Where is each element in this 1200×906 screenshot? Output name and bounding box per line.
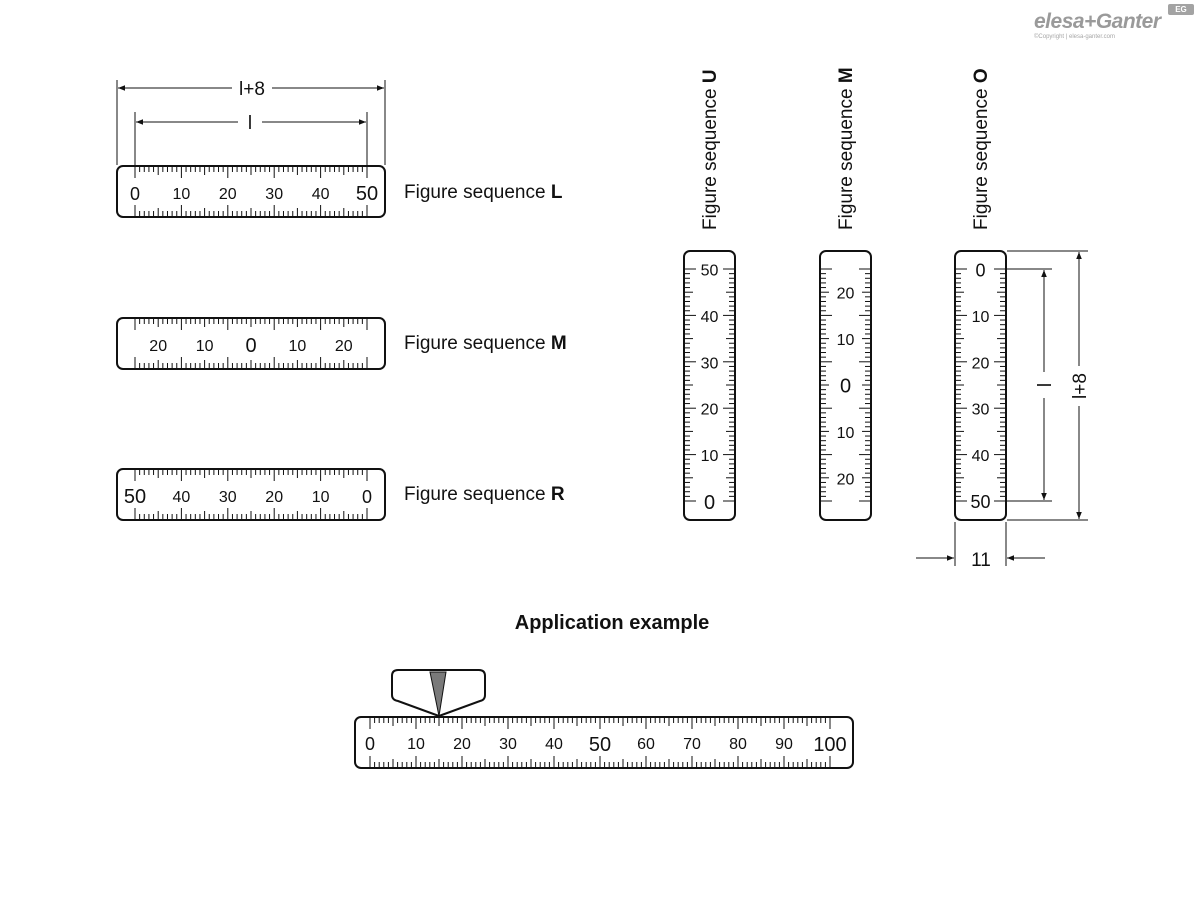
application-number: 20 xyxy=(453,736,471,753)
scale-r-number: 20 xyxy=(265,489,283,506)
figure-sequence-o-label: Figure sequence O xyxy=(971,68,992,230)
scale-u-number: 0 xyxy=(704,492,715,514)
scale-sequence-m-horizontal: 20 10 0 10 20 xyxy=(116,317,386,370)
scale-m-ticks xyxy=(134,319,368,368)
scale-r-number: 40 xyxy=(173,489,191,506)
scale-o-number: 10 xyxy=(972,309,990,326)
scale-mv-number: 20 xyxy=(837,286,855,303)
scale-o-ticks xyxy=(956,268,1005,502)
brand-logo: elesa+Ganter EG ©Copyright | elesa-gante… xyxy=(1030,4,1200,44)
scale-l-number: 0 xyxy=(130,184,140,204)
application-number: 10 xyxy=(407,736,425,753)
scale-l-number: 40 xyxy=(312,186,330,203)
scale-sequence-r: 50 40 30 20 10 0 xyxy=(116,468,386,521)
scale-o-number: 20 xyxy=(972,355,990,372)
brand-badge: EG xyxy=(1168,4,1194,15)
application-number: 90 xyxy=(775,736,793,753)
scale-o-number: 0 xyxy=(975,261,985,281)
scale-u-number: 20 xyxy=(701,402,719,419)
scale-o-number: 50 xyxy=(970,492,990,512)
figure-sequence-m-vertical-label: Figure sequence M xyxy=(836,67,857,230)
scale-o-number: 30 xyxy=(972,402,990,419)
scale-r-ticks xyxy=(134,470,368,519)
figure-sequence-l-label: Figure sequence L xyxy=(404,182,563,203)
scale-u-number: 50 xyxy=(701,263,719,280)
scale-u-number: 30 xyxy=(701,355,719,372)
scale-l-number: 30 xyxy=(265,186,283,203)
figure-sequence-r-label: Figure sequence R xyxy=(404,484,565,505)
dimension-scale-length-right: l xyxy=(1007,268,1056,502)
figure-sequence-u-label: Figure sequence U xyxy=(700,69,721,230)
scale-l-number: 50 xyxy=(356,183,378,205)
scale-r-number: 50 xyxy=(124,486,146,508)
scale-m-number: 20 xyxy=(149,338,167,355)
scale-l-number: 10 xyxy=(173,186,191,203)
scale-sequence-o: 0 10 20 30 40 50 xyxy=(954,250,1007,521)
application-example-title: Application example xyxy=(515,612,710,634)
scale-sequence-l: 0 10 20 30 40 50 xyxy=(116,165,386,218)
scale-u-number: 10 xyxy=(701,448,719,465)
scale-length-label-right: l xyxy=(1035,383,1056,387)
width-label: 11 xyxy=(971,550,991,571)
scale-length-label: l xyxy=(248,113,252,134)
application-number: 30 xyxy=(499,736,517,753)
scale-mv-ticks xyxy=(821,268,870,502)
scale-l-ticks xyxy=(134,167,368,216)
scale-m-number: 0 xyxy=(245,335,256,357)
scale-l-number: 20 xyxy=(219,186,237,203)
scale-r-number: 0 xyxy=(362,487,372,507)
scale-m-number: 10 xyxy=(196,338,214,355)
overall-length-label: l+8 xyxy=(239,79,265,100)
dimension-overall-length-right: l+8 xyxy=(1007,250,1091,521)
application-number: 50 xyxy=(589,734,611,756)
scale-mv-number: 20 xyxy=(837,471,855,488)
scale-m-number: 10 xyxy=(289,338,307,355)
scale-r-number: 30 xyxy=(219,489,237,506)
overall-length-label-right: l+8 xyxy=(1070,373,1091,399)
brand-copyright: ©Copyright | elesa-ganter.com xyxy=(1034,34,1116,40)
scale-mv-number: 10 xyxy=(837,332,855,349)
figure-sequence-m-label: Figure sequence M xyxy=(404,333,567,354)
brand-name: elesa+Ganter xyxy=(1034,10,1161,33)
scale-mv-number: 0 xyxy=(840,376,851,398)
scale-mv-number: 10 xyxy=(837,425,855,442)
application-number: 80 xyxy=(729,736,747,753)
application-scale: 0 10 20 30 40 50 60 70 80 90 100 xyxy=(354,716,854,769)
application-number: 60 xyxy=(637,736,655,753)
application-number: 70 xyxy=(683,736,701,753)
application-number: 0 xyxy=(365,734,375,754)
application-ticks xyxy=(369,718,831,767)
dimension-scale-length-top: l xyxy=(134,112,368,165)
dimension-width: 11 xyxy=(916,522,1045,571)
scale-u-ticks xyxy=(685,268,734,502)
scale-o-number: 40 xyxy=(972,448,990,465)
scale-u-number: 40 xyxy=(701,309,719,326)
scale-sequence-m-vertical: 20 10 0 10 20 xyxy=(819,250,872,521)
scale-sequence-u: 50 40 30 20 10 0 xyxy=(683,250,736,521)
application-pointer xyxy=(391,669,486,718)
scale-m-number: 20 xyxy=(335,338,353,355)
dimension-overall-length-top: l+8 xyxy=(116,79,386,165)
application-number: 40 xyxy=(545,736,563,753)
application-number: 100 xyxy=(813,734,846,756)
scale-r-number: 10 xyxy=(312,489,330,506)
